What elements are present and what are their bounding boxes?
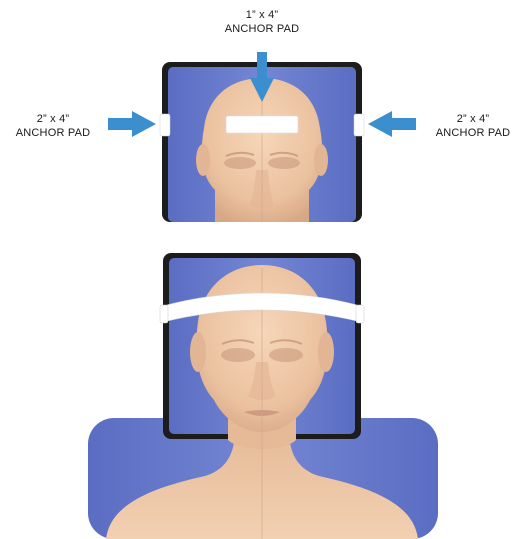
strap-right-clip — [356, 305, 364, 323]
arrow-right-icon — [108, 111, 156, 137]
left-side-pad — [160, 114, 170, 136]
arrow-left-icon — [368, 111, 416, 137]
strap-left-clip — [160, 305, 168, 323]
bottom-panel — [88, 253, 438, 539]
right-side-pad — [354, 114, 364, 136]
forehead-anchor-pad — [226, 116, 298, 133]
